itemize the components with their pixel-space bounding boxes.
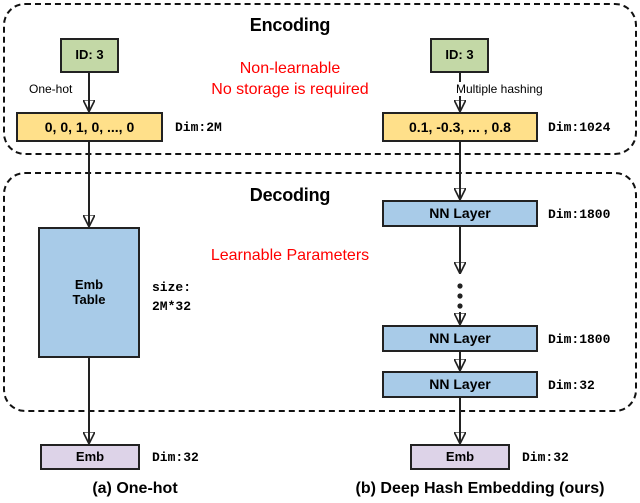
left-emb-table-size-label: size: 2M*32 [152,279,191,317]
size-label-line-1: size: [152,280,192,295]
left-one-hot-vector-dim-label: Dim:2M [175,120,222,135]
right-nn-layer-node-1: NN Layer [382,200,538,227]
left-emb-table-node: Emb Table [38,227,140,358]
annotation-learnable-parameters: Learnable Parameters [210,247,370,264]
right-emb-output-node: Emb [410,444,510,470]
left-one-hot-vector-node: 0, 0, 1, 0, ..., 0 [16,112,163,142]
caption-one-hot: (a) One-hot [92,480,178,497]
right-hash-vector-dim-label: Dim:1024 [548,120,611,135]
decoding-section-frame [3,172,637,412]
right-nn-layer-dim-label-3: Dim:32 [548,378,595,393]
right-nn-layer-node-2: NN Layer [382,325,538,352]
encoding-section-title: Encoding [249,15,331,35]
decoding-section-title: Decoding [249,185,331,205]
caption-deep-hash-embedding: (b) Deep Hash Embedding (ours) [355,480,605,497]
right-edge-label-multiple-hashing: Multiple hashing [455,82,544,96]
annotation-non-learnable: Non-learnable [239,60,341,77]
left-edge-label-one-hot: One-hot [28,82,74,96]
annotation-no-storage-required: No storage is required [211,81,369,98]
emb-table-line-2: Table [72,291,106,307]
left-emb-output-dim-label: Dim:32 [152,450,199,465]
right-emb-output-dim-label: Dim:32 [522,450,569,465]
right-nn-layer-dim-label-1: Dim:1800 [548,207,611,222]
size-label-line-2: 2M*32 [152,298,192,314]
encoding-section-frame [3,3,637,155]
left-emb-output-node: Emb [40,444,140,470]
right-nn-layer-node-3: NN Layer [382,371,538,398]
emb-table-line-1: Emb [74,276,104,292]
right-id-node: ID: 3 [430,38,489,73]
right-nn-layer-dim-label-2: Dim:1800 [548,332,611,347]
left-id-node: ID: 3 [60,38,119,73]
right-hash-vector-node: 0.1, -0.3, ... , 0.8 [382,112,538,142]
